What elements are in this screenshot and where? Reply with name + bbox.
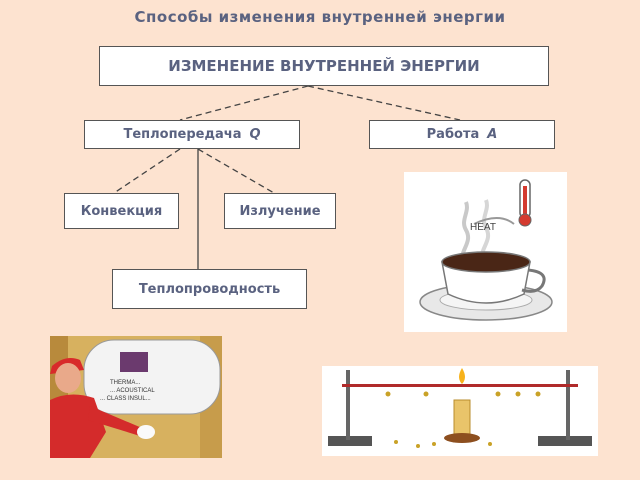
connector-q-to-convection	[113, 148, 181, 194]
connector-main-to-q	[179, 85, 309, 121]
stand-base-left	[328, 436, 372, 446]
radiation-box: Излучение	[224, 193, 336, 229]
heat-caption: HEAT	[470, 222, 496, 233]
work-symbol: A	[487, 127, 498, 142]
heat-transfer-label: Теплопередача	[123, 127, 242, 142]
stand-base-right	[538, 436, 592, 446]
cup	[441, 261, 531, 304]
work-label: Работа	[426, 127, 480, 142]
slide-title: Способы изменения внутренней энергии	[134, 8, 506, 26]
worker-figure	[50, 358, 155, 458]
conduction-box: Теплопроводность	[112, 269, 307, 309]
svg-text:... ACOUSTICAL: ... ACOUSTICAL	[110, 388, 155, 394]
coffee-surface	[441, 251, 531, 273]
stand-rod-left	[346, 370, 350, 440]
worker-insulation-image: THERMA... ... ACOUSTICAL ... CLASS INSUL…	[50, 336, 222, 458]
coffee-cup-image: HEAT	[404, 172, 567, 332]
heat-wave-icon	[473, 217, 515, 225]
heat-conduction-experiment-image	[322, 366, 598, 456]
insulation-roll: THERMA... ... ACOUSTICAL ... CLASS INSUL…	[83, 339, 221, 415]
svg-text:THERMA...: THERMA...	[110, 380, 141, 386]
convection-box: Конвекция	[64, 193, 179, 229]
svg-text:... CLASS INSUL...: ... CLASS INSUL...	[100, 396, 151, 402]
wax-pins	[385, 391, 541, 397]
heat-transfer-symbol: Q	[249, 127, 261, 142]
heat-transfer-box: Теплопередача Q	[84, 120, 300, 149]
internal-energy-change-box: ИЗМЕНЕНИЕ ВНУТРЕННЕЙ ЭНЕРГИИ	[99, 46, 549, 86]
metal-rod	[342, 384, 578, 387]
connector-main-to-a	[307, 85, 461, 121]
cup-handle	[521, 268, 546, 293]
fallen-pins	[394, 440, 492, 448]
connector-q-to-radiation	[197, 148, 275, 194]
candle-icon	[444, 368, 480, 443]
thermometer-icon	[518, 179, 532, 227]
stand-rod-right	[566, 370, 570, 440]
work-box: Работа A	[369, 120, 555, 149]
